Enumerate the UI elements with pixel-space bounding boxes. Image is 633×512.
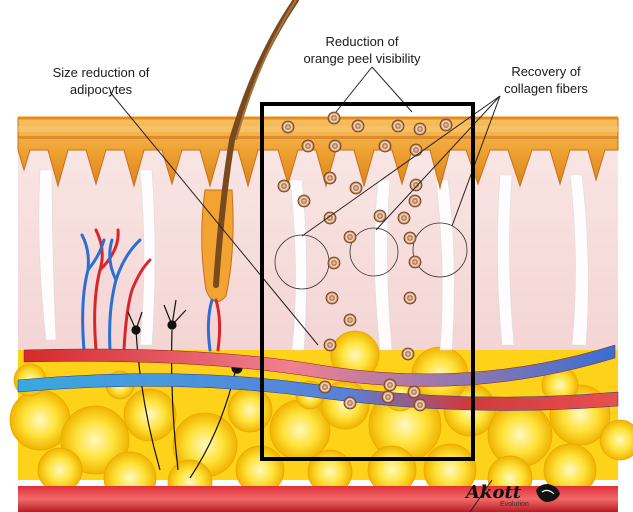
collagen-label-line1: Recovery of	[478, 63, 614, 80]
cellulite-particle	[409, 195, 421, 207]
cellulite-particle	[319, 381, 331, 393]
cellulite-particle	[328, 257, 340, 269]
cellulite-particle	[402, 348, 414, 360]
adipocyte-cell	[488, 403, 552, 467]
cellulite-particle	[350, 182, 362, 194]
brand-tagline: Evolution	[500, 501, 529, 508]
adipocyte-cell	[38, 448, 82, 492]
cellulite-particle	[278, 180, 290, 192]
cellulite-particle	[408, 386, 420, 398]
cellulite-particle	[329, 140, 341, 152]
cellulite-particle	[382, 391, 394, 403]
cellulite-particle	[298, 195, 310, 207]
orange-peel-label: Reduction of orange peel visibility	[292, 33, 432, 67]
cellulite-particle	[379, 140, 391, 152]
orange-peel-label-line1: Reduction of	[292, 33, 432, 50]
adipocytes-label: Size reduction of adipocytes	[16, 64, 186, 98]
cellulite-particle	[324, 172, 336, 184]
cellulite-particle	[409, 256, 421, 268]
cellulite-particle	[344, 397, 356, 409]
adipocytes-label-line1: Size reduction of	[16, 64, 186, 81]
cellulite-particle	[410, 179, 422, 191]
adipocytes-label-line2: adipocytes	[16, 81, 186, 98]
cellulite-particle	[324, 339, 336, 351]
cellulite-particle	[302, 140, 314, 152]
cellulite-particle	[392, 120, 404, 132]
cellulite-particle	[352, 120, 364, 132]
collagen-label-line2: collagen fibers	[478, 80, 614, 97]
cellulite-particle	[440, 119, 452, 131]
cellulite-particle	[398, 212, 410, 224]
cellulite-particle	[374, 210, 386, 222]
cellulite-particle	[404, 292, 416, 304]
cellulite-particle	[384, 379, 396, 391]
cellulite-particle	[328, 112, 340, 124]
cellulite-particle	[344, 314, 356, 326]
cellulite-particle	[414, 123, 426, 135]
cellulite-particle	[414, 399, 426, 411]
brand-logo-text: Akott	[466, 482, 521, 503]
orange-peel-label-line2: orange peel visibility	[292, 50, 432, 67]
adipocyte-cell	[228, 388, 272, 432]
collagen-label: Recovery of collagen fibers	[478, 63, 614, 97]
bottom-artery	[18, 486, 618, 512]
cellulite-particle	[410, 144, 422, 156]
cellulite-particle	[326, 292, 338, 304]
cellulite-particle	[282, 121, 294, 133]
cellulite-particle	[344, 231, 356, 243]
cellulite-particle	[404, 232, 416, 244]
